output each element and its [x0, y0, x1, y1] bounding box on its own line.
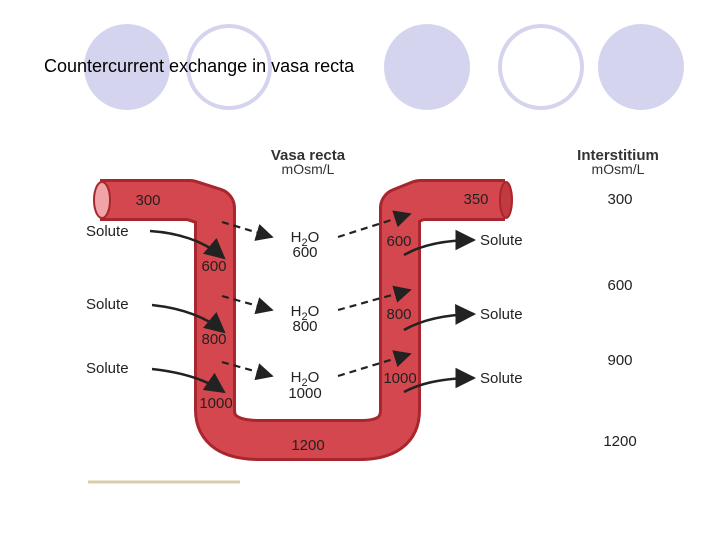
descending-value: 800	[201, 331, 226, 348]
decor-circle-4	[498, 24, 584, 110]
decor-circle-2	[186, 24, 272, 110]
interstitium-value: 300	[607, 191, 632, 208]
interstitium-value: 600	[607, 277, 632, 294]
water-label: H2O	[291, 369, 320, 389]
water-arrow-out	[337, 285, 412, 312]
solute-out: Solute Solute Solute	[403, 229, 523, 394]
water-label: H2O	[291, 303, 320, 323]
water-row-1: H2O 600	[221, 210, 412, 261]
descending-value: 600	[201, 258, 226, 275]
water-value: 1000	[288, 385, 321, 402]
ascending-value: 600	[386, 233, 411, 250]
solute-out-arrow	[403, 229, 477, 257]
water-arrow-out	[337, 210, 412, 239]
solute-out-arrow	[403, 367, 477, 394]
solute-label: Solute	[480, 306, 523, 323]
vessel-body	[100, 182, 505, 458]
descending-values: 300 600 800 1000	[135, 192, 232, 412]
decor-circle-3	[384, 24, 470, 110]
solute-label: Solute	[86, 223, 129, 240]
water-row-2: H2O 800	[221, 285, 412, 335]
vessel-inlet-opening	[93, 181, 111, 219]
solute-in-arrow	[149, 229, 226, 260]
solute-in: Solute Solute Solute	[86, 223, 226, 394]
water-arrow-in	[221, 360, 274, 381]
descending-value: 1000	[199, 395, 232, 412]
vessel	[93, 179, 513, 461]
slide-title: Countercurrent exchange in vasa recta	[44, 56, 355, 76]
water-row-3: H2O 1000	[221, 350, 412, 402]
water-label: H2O	[291, 229, 320, 249]
water-arrow-out	[337, 350, 412, 378]
vasa-recta-unit: mOsm/L	[282, 161, 335, 177]
vasa-recta-header: Vasa recta	[271, 147, 346, 164]
descending-value: 300	[135, 192, 160, 209]
vessel-outlet-opening	[499, 181, 513, 219]
bottom-value: 1200	[291, 437, 324, 454]
ascending-values: 350 600 800 1000	[383, 191, 488, 387]
water-arrow-in	[221, 220, 274, 241]
water-value: 600	[292, 244, 317, 261]
decor-circle-1	[84, 24, 170, 110]
solute-in-arrow	[151, 303, 226, 334]
solute-out-arrow	[403, 304, 477, 332]
interstitium-value: 1200	[603, 433, 636, 450]
ascending-value: 350	[463, 191, 488, 208]
water-arrow-in	[221, 294, 274, 315]
ascending-value: 800	[386, 306, 411, 323]
decor-circle-5	[598, 24, 684, 110]
interstitium-header: Interstitium	[577, 147, 659, 164]
ascending-value: 1000	[383, 370, 416, 387]
solute-in-arrow	[151, 367, 226, 394]
interstitium-values: 300 600 900 1200	[603, 191, 636, 450]
solute-label: Solute	[86, 296, 129, 313]
solute-label: Solute	[480, 232, 523, 249]
solute-label: Solute	[480, 370, 523, 387]
solute-label: Solute	[86, 360, 129, 377]
water-value: 800	[292, 318, 317, 335]
interstitium-unit: mOsm/L	[592, 161, 645, 177]
interstitium-value: 900	[607, 352, 632, 369]
